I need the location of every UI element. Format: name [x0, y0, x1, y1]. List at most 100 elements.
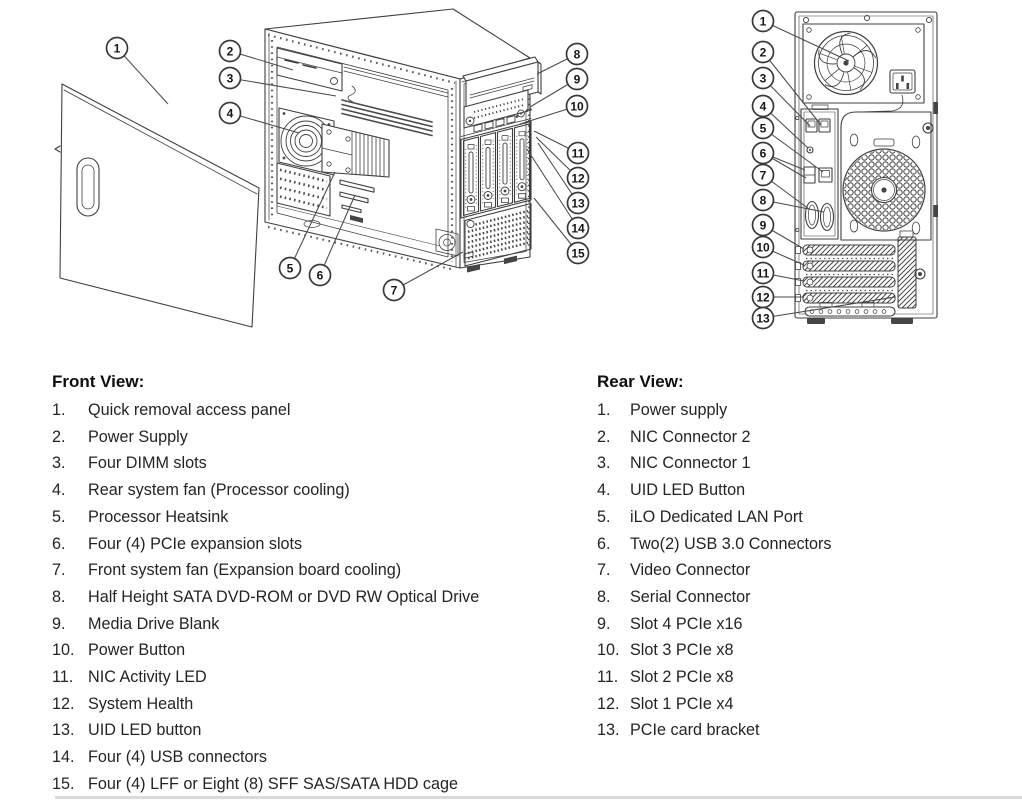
list-item: 2. Power Supply [52, 424, 587, 451]
item-text: NIC Connector 1 [630, 454, 751, 473]
item-number: 1. [52, 401, 66, 419]
leader-line [116, 47, 169, 105]
item-text: System Health [88, 694, 194, 713]
uid-led-button [806, 146, 814, 154]
callout-12: 12 [751, 285, 804, 309]
list-item: 12.System Health [52, 691, 587, 718]
list-item: 8.Serial Connector [597, 584, 1017, 611]
item-number: 15. [52, 774, 75, 793]
drive-carrier [513, 123, 531, 203]
callout-number: 5 [760, 121, 767, 135]
item-number: 2. [597, 427, 611, 446]
hdd-cage [460, 118, 532, 219]
access-panel-drawing [54, 83, 260, 328]
list-item: 3. NIC Connector 1 [597, 450, 1017, 477]
item-text: Serial Connector [630, 587, 751, 606]
item-text: Slot 3 PCIe x8 [630, 641, 734, 660]
uid-led [515, 115, 519, 118]
front-view-heading: Front View: [52, 372, 145, 391]
callout-number: 14 [571, 221, 585, 235]
callout-7: 7 [382, 251, 464, 302]
list-item: 11.Slot 2 PCIe x8 [597, 664, 1017, 691]
callout-number: 7 [391, 283, 398, 297]
item-text: Power supply [630, 401, 728, 419]
front-view-section: Front View: 1.Quick removal access panel… [52, 371, 587, 798]
item-number: 3. [597, 454, 611, 473]
item-number: 13. [597, 721, 620, 740]
callout-10: 10 [519, 94, 589, 125]
callout-13: 13 [537, 142, 590, 215]
callout-bubble [105, 36, 129, 60]
ilo-lan-port [818, 167, 833, 183]
callout-number: 2 [760, 45, 767, 59]
item-number: 5. [52, 507, 66, 526]
callout-15: 15 [533, 197, 590, 265]
callout-number: 1 [760, 14, 767, 28]
callout-8: 8 [751, 188, 825, 213]
item-text: Four DIMM slots [88, 454, 207, 473]
rear-io-column [800, 108, 839, 240]
item-text: Power Supply [88, 427, 188, 446]
front-fan [435, 228, 459, 257]
callout-7: 7 [751, 163, 810, 210]
item-number: 2. [52, 427, 66, 446]
item-text: Four (4) LFF or Eight (8) SFF SAS/SATA H… [88, 774, 459, 793]
item-text: Rear system fan (Processor cooling) [88, 481, 350, 500]
callout-number: 4 [227, 106, 234, 120]
pcie-card-bracket [897, 230, 917, 309]
callout-number: 6 [760, 146, 767, 160]
callout-number: 10 [756, 240, 770, 254]
callout-bubble [218, 39, 242, 63]
list-item: 10.Power Button [52, 637, 587, 664]
front-grille [463, 202, 532, 267]
usb-connectors [473, 115, 516, 133]
list-item: 4.Rear system fan (Processor cooling) [52, 477, 587, 504]
item-text: UID LED button [88, 721, 202, 740]
callout-3: 3 [218, 66, 337, 97]
callout-bubble [566, 216, 590, 240]
list-item: 3.Four DIMM slots [52, 450, 587, 477]
usb3-connectors [803, 166, 816, 184]
front-io-row [473, 108, 532, 133]
drive-carrier [462, 136, 480, 216]
callout-14: 14 [526, 148, 590, 240]
leader-line [762, 51, 822, 126]
rear-view-drawing [794, 11, 938, 324]
pcie-slot-openings [276, 162, 331, 217]
callout-bubble [308, 263, 332, 287]
callout-bubble [751, 116, 775, 140]
nic-connector-1 [818, 118, 831, 133]
rear-foot [891, 318, 913, 324]
callout-number: 9 [760, 218, 767, 232]
item-text: Power Button [88, 641, 186, 660]
list-item: 9.Slot 4 PCIe x16 [597, 611, 1017, 638]
callout-bubble [751, 163, 775, 187]
list-item: 8.Half Height SATA DVD-ROM or DVD RW Opt… [52, 584, 587, 611]
power-supply [802, 23, 925, 113]
list-item: 13.UID LED button [52, 717, 587, 744]
item-number: 8. [52, 587, 66, 606]
callout-bubble [382, 278, 406, 302]
callout-1: 1 [105, 36, 169, 105]
callout-bubble [751, 235, 775, 259]
callout-6: 6 [308, 194, 356, 287]
nic-activity-led [525, 109, 529, 112]
callout-5: 5 [751, 116, 824, 173]
callout-number: 4 [760, 99, 767, 113]
item-number: 11. [52, 668, 74, 687]
leader-line [229, 77, 337, 97]
list-item: 6.Four (4) PCIe expansion slots [52, 531, 587, 558]
callout-number: 3 [227, 71, 234, 85]
callout-bubble [218, 101, 242, 125]
callout-bubble [751, 94, 775, 118]
item-text: Slot 2 PCIe x8 [630, 668, 734, 687]
callout-bubble [566, 141, 590, 165]
dvd-drive [462, 56, 542, 112]
item-number: 10. [597, 641, 620, 660]
callout-bubble [278, 256, 302, 280]
leader-line [393, 251, 464, 291]
